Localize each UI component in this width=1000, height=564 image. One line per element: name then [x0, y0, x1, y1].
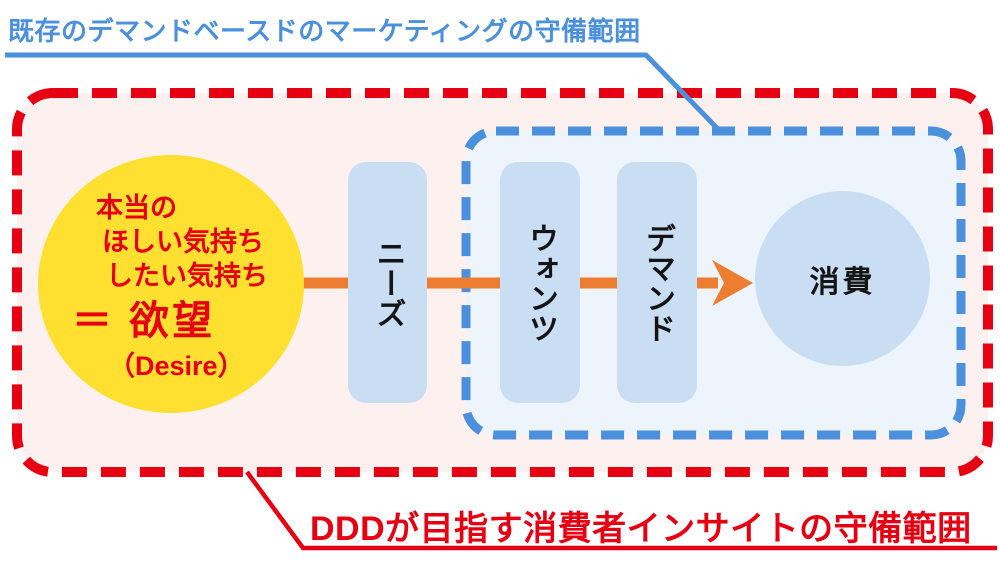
- demand-label: デマンド: [641, 222, 674, 343]
- needs-label: ニーズ: [371, 237, 405, 328]
- top-label-connector-line: [5, 52, 719, 130]
- desire-english-line: （Desire）: [108, 351, 245, 381]
- demand-box: デマンド: [617, 162, 697, 403]
- needs-box: ニーズ: [348, 162, 427, 403]
- bottom-label-connector-line: [245, 470, 997, 551]
- flow-arrow-head-icon: [712, 260, 753, 306]
- desire-line-1: 本当の: [96, 193, 177, 223]
- consumption-label: 消費: [809, 265, 876, 299]
- desire-line-2: ほしい気持ち: [102, 227, 264, 257]
- wants-box: ウォンツ: [500, 162, 580, 403]
- consumption-circle: 消費: [755, 191, 930, 366]
- desire-circle: 本当の ほしい気持ち したい気持ち ＝ 欲望 （Desire）: [38, 155, 304, 413]
- wants-label: ウォンツ: [524, 222, 557, 343]
- desire-line-3: したい気持ち: [106, 261, 268, 291]
- desire-equals-line: ＝ 欲望: [72, 299, 216, 343]
- ddd-scope-label: DDDが目指す消費者インサイトの守備範囲: [310, 510, 972, 548]
- existing-marketing-scope-label: 既存のデマンドベースドのマーケティングの守備範囲: [8, 16, 641, 46]
